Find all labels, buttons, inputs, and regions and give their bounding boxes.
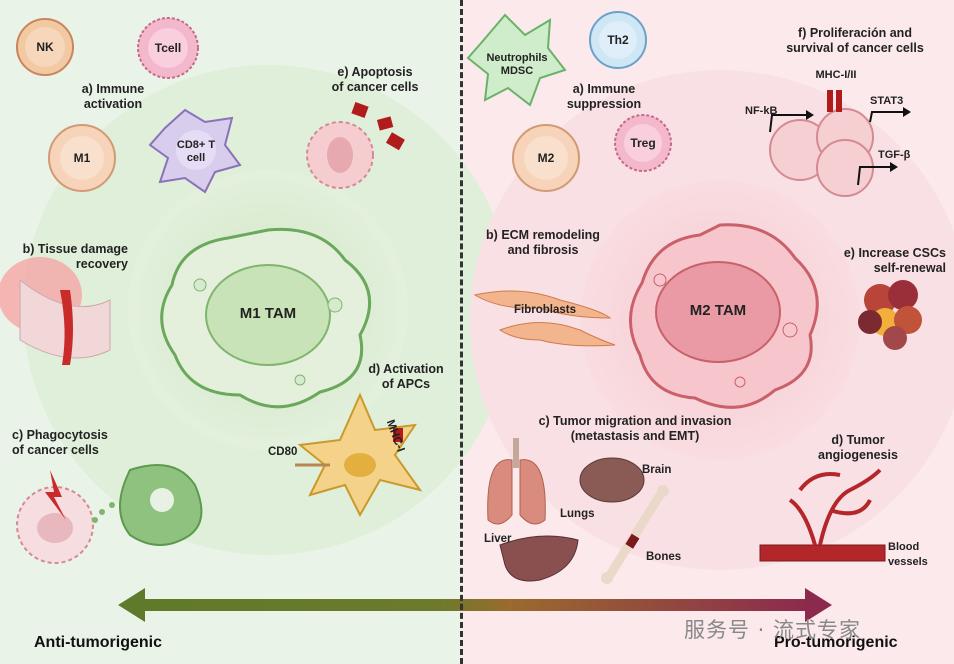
panel-divider — [460, 0, 463, 664]
tumorigenic-spectrum-arrow — [118, 588, 832, 622]
apoptotic-cancer-cell — [306, 101, 405, 189]
th2-cell — [589, 11, 647, 69]
tgfb-label: TGF-β — [878, 149, 911, 161]
cd8-label: CD8+ T cell — [176, 139, 216, 164]
m1-tam-label: M1 TAM — [239, 305, 297, 322]
proliferating-cancer-cells — [769, 90, 911, 197]
pro-tumorigenic-label: Pro-tumorigenic — [774, 634, 898, 651]
cd8-tcell — [148, 108, 242, 194]
proliferation-label: f) Proliferación and survival of cancer … — [786, 26, 924, 55]
nfkb-label: NF-kB — [745, 105, 778, 117]
neutrophil-mdsc-cell — [466, 13, 567, 107]
phagocytosed-cancer-cell — [16, 470, 94, 564]
nk-label: NK — [36, 40, 54, 54]
cd80-label: CD80 — [268, 446, 298, 458]
watermark-text: 服务号 · 流式专家 — [684, 618, 862, 642]
neutrophils-mdsc-label: Neutrophils MDSC — [486, 52, 548, 77]
apoptosis-label: e) Apoptosis of cancer cells — [331, 65, 419, 94]
m2-label: M2 — [537, 151, 555, 165]
tissue-damage-label: b) Tissue damage recovery — [22, 242, 128, 271]
cscs-label: e) Increase CSCs self-renewal — [843, 246, 946, 275]
fibroblasts-label: Fibroblasts — [514, 304, 576, 316]
tcell — [137, 17, 199, 79]
treg-label: Treg — [630, 136, 656, 150]
apc-dendritic-cell — [295, 392, 423, 518]
blood-vessels-label: Blood vessels — [888, 541, 928, 568]
lungs-label: Lungs — [560, 508, 595, 520]
cancer-stem-cells-cluster — [858, 280, 922, 350]
m1-label: M1 — [73, 151, 91, 165]
activation-apcs-label: d) Activation of APCs — [368, 362, 444, 391]
bones-label: Bones — [646, 551, 682, 563]
brain-graphic — [579, 457, 645, 503]
th2-label: Th2 — [607, 33, 629, 47]
m1-cell — [48, 124, 116, 192]
tissue-damage-graphic — [0, 257, 111, 365]
immune-suppression-label: a) Immune suppression — [566, 82, 642, 111]
migration-label: c) Tumor migration and invasion (metasta… — [538, 414, 732, 443]
angiogenesis-label: d) Tumor angiogenesis — [818, 433, 898, 462]
lungs-graphic — [487, 438, 546, 525]
fibroblasts-graphic — [473, 290, 616, 347]
ecm-label: b) ECM remodeling and fibrosis — [486, 228, 600, 257]
m1-tam-cell — [160, 227, 372, 409]
tcell-label: Tcell — [154, 41, 182, 55]
immune-activation-label: a) Immune activation — [81, 82, 145, 111]
blood-vessel-graphic — [759, 468, 886, 562]
m2-cell — [512, 124, 580, 192]
liver-graphic — [499, 535, 579, 582]
phagocyte-cell — [92, 464, 203, 546]
m2-tam-cell — [629, 223, 819, 409]
bone-graphic — [601, 485, 669, 584]
phagocytosis-label: c) Phagocytosis of cancer cells — [12, 428, 108, 457]
nk-cell — [16, 18, 74, 76]
anti-tumorigenic-label: Anti-tumorigenic — [34, 634, 162, 651]
brain-label: Brain — [642, 464, 672, 476]
treg-cell — [614, 114, 672, 172]
mhc12-label: MHC-I/II — [815, 69, 857, 81]
stat3-label: STAT3 — [870, 95, 904, 107]
liver-label: Liver — [484, 533, 512, 545]
m2-tam-label: M2 TAM — [689, 302, 747, 319]
